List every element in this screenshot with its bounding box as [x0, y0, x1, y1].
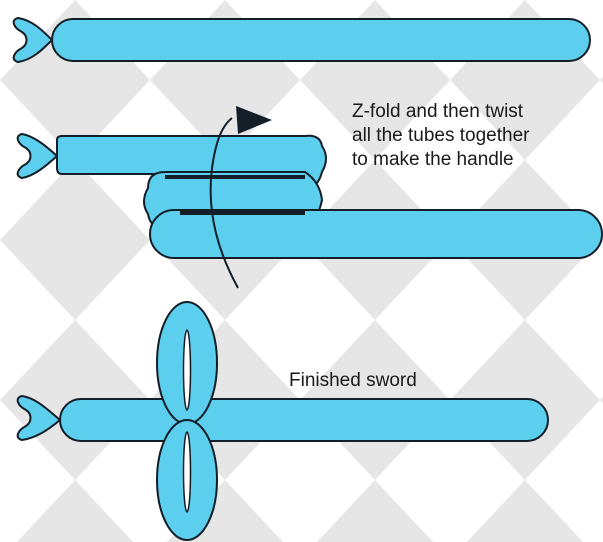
blade-tube [149, 209, 603, 259]
instruction-line-3: to make the handle [352, 149, 514, 170]
hilt-loop-lower-hole [182, 431, 192, 513]
balloon-knot-icon [16, 394, 62, 442]
twist-arrow-curve [209, 117, 239, 289]
step-2-z-fold [16, 106, 603, 289]
balloon-knot-icon [12, 16, 54, 64]
instruction-line-2: all the tubes together [352, 125, 530, 146]
instruction-line-1: Z-fold and then twist [352, 101, 524, 122]
handle-fold-upper [56, 134, 327, 192]
step-3-finished-sword [16, 301, 549, 541]
z-fold-instruction-text: Z-fold and then twist all the tubes toge… [352, 100, 529, 172]
step-1-long-balloon [12, 16, 591, 64]
hilt-loop-upper-hole [182, 329, 192, 411]
balloon-knot-icon [16, 132, 59, 180]
sword-blade [59, 398, 549, 442]
finished-sword-label: Finished sword [289, 370, 417, 391]
twist-arrow-icon [236, 106, 272, 134]
balloon-tube [51, 18, 591, 62]
